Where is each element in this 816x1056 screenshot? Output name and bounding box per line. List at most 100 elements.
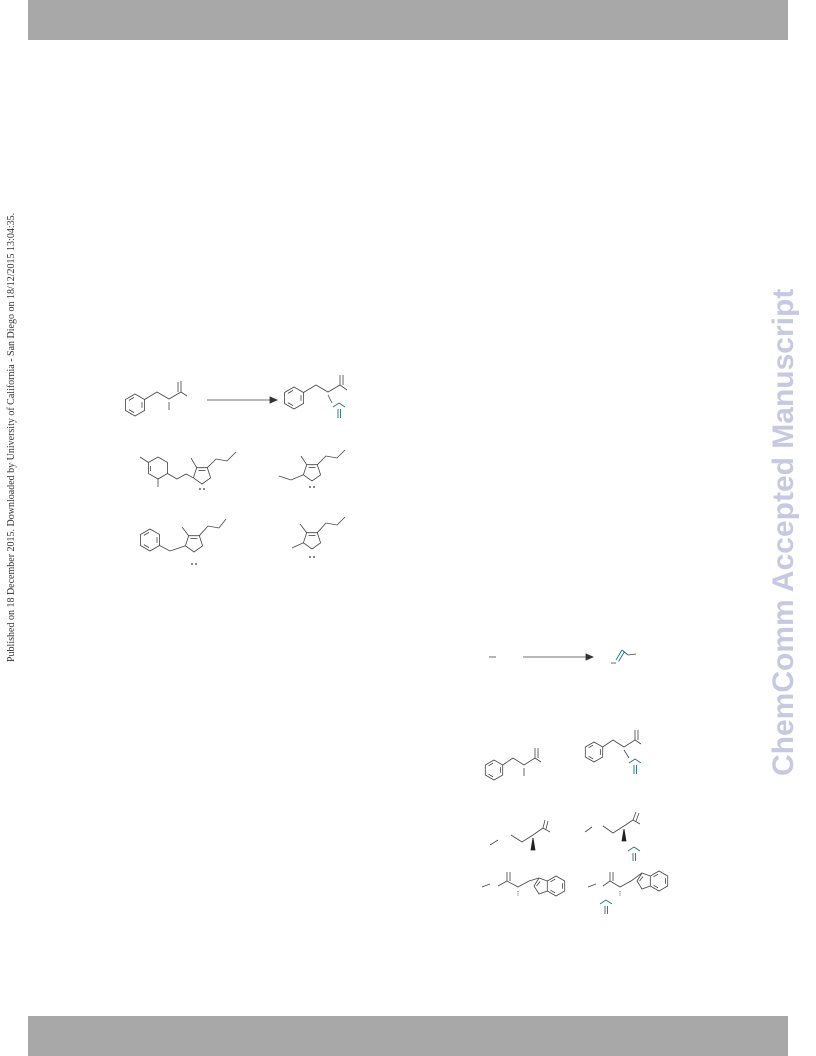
carbon-chain (506, 877, 540, 888)
ester-bond (584, 826, 593, 833)
carbonyl-bond (545, 820, 549, 830)
indole-pyrrole-ring (636, 872, 651, 890)
highlighted-fragment (599, 899, 613, 914)
ring-double-bond (143, 544, 150, 548)
product-a (584, 730, 642, 774)
substrate-c (481, 872, 566, 897)
carbonyl-bond (635, 812, 640, 822)
pyrimidine-ring (148, 456, 168, 480)
product-c (587, 870, 669, 914)
ring-double-bond (128, 397, 135, 401)
indole-benzene-ring (649, 870, 669, 892)
lone-pair-dot (309, 486, 311, 488)
ring-double-bond (550, 878, 556, 883)
bond (542, 827, 551, 833)
benzene-ring (284, 386, 304, 410)
highlighted-fragment (332, 402, 346, 418)
ring-double-bond (128, 409, 135, 413)
indole-benzene-ring (546, 875, 566, 897)
ring-double-bond (488, 762, 494, 767)
substrate-a (484, 748, 542, 781)
thiazolium-ring (302, 464, 322, 482)
ester-bond (481, 883, 491, 888)
indole-pyrrole-ring (533, 877, 548, 895)
lone-pair-dot (199, 488, 201, 490)
scheme-1-arrow (207, 396, 279, 404)
ring-double-bond (653, 873, 659, 878)
ring-double-bond (588, 755, 594, 760)
highlighted-fragment (627, 846, 641, 861)
highlighted-fragment (615, 649, 629, 662)
ring-double-bond (639, 876, 644, 882)
lone-pair-dot (313, 486, 315, 488)
carbon-chain (144, 391, 182, 400)
lone-pair-dot (191, 563, 193, 565)
carbon-chain (602, 739, 636, 748)
stereo-wedge (530, 837, 536, 851)
ester-bond (602, 880, 611, 887)
bond (632, 819, 641, 825)
carbon-chain (510, 827, 544, 843)
ester-bond (587, 883, 597, 888)
thiazolium-ring (192, 467, 212, 485)
lone-pair-dot (309, 556, 311, 558)
thiazolium-ring (302, 532, 322, 550)
methylene-bridge (167, 473, 194, 480)
benzene-ring (140, 528, 160, 552)
methyl-bond (291, 542, 304, 549)
ethyl-group (278, 474, 304, 481)
footer-bar (28, 1016, 788, 1056)
catalyst-structure-2 (278, 449, 346, 488)
ester-bond (489, 839, 499, 846)
ester-bond (497, 880, 508, 887)
ring-double-bond (588, 744, 594, 749)
ring-double-bond (287, 402, 294, 406)
scheme-2-arrow (523, 653, 595, 661)
carbonyl-bond (632, 811, 637, 821)
lone-pair-dot (313, 556, 315, 558)
ring-outline (140, 528, 160, 552)
ring-double-bond (550, 889, 556, 894)
carbon-chain (303, 384, 341, 393)
product-bond (627, 653, 637, 656)
amide-bond (623, 749, 630, 759)
thiazolium-ring (184, 535, 204, 553)
ring-double-bond (488, 773, 494, 778)
bond (634, 739, 642, 745)
benzene-ring (125, 393, 145, 417)
catalyst-structure-1 (139, 451, 237, 490)
side-chain (317, 516, 346, 533)
lone-pair-dot (203, 488, 205, 490)
scheme-1-reactant (125, 381, 188, 417)
carbon-chain (609, 872, 643, 888)
amide-bond (327, 394, 333, 404)
side-chain (317, 449, 346, 465)
methyl-bond (139, 456, 149, 463)
carbon-chain (502, 757, 536, 766)
scheme-2 (489, 649, 637, 664)
highlighted-fragment (628, 758, 642, 774)
carbon-chain (602, 819, 634, 834)
stereo-wedge (621, 828, 627, 842)
scheme-1-product (284, 375, 348, 418)
header-bar (28, 0, 788, 40)
ring-double-bond (143, 532, 150, 536)
methyl-bond (299, 523, 308, 533)
methyl-bond (190, 457, 198, 468)
ring-double-bond (536, 881, 541, 887)
bond (180, 391, 188, 397)
product-b (584, 811, 641, 861)
methyl-bond (181, 526, 190, 536)
benzene-ring (484, 759, 504, 781)
ring-double-bond (287, 390, 294, 394)
benzene-ring (584, 741, 604, 763)
side-chain (207, 451, 237, 468)
side-chain (199, 518, 227, 536)
carbonyl-bond (542, 819, 546, 829)
substrate-b (489, 819, 551, 851)
methyl-bond (300, 455, 308, 465)
lone-pair-dot (195, 563, 197, 565)
benzyl-bridge (159, 545, 186, 552)
catalyst-structure-3 (140, 518, 227, 565)
